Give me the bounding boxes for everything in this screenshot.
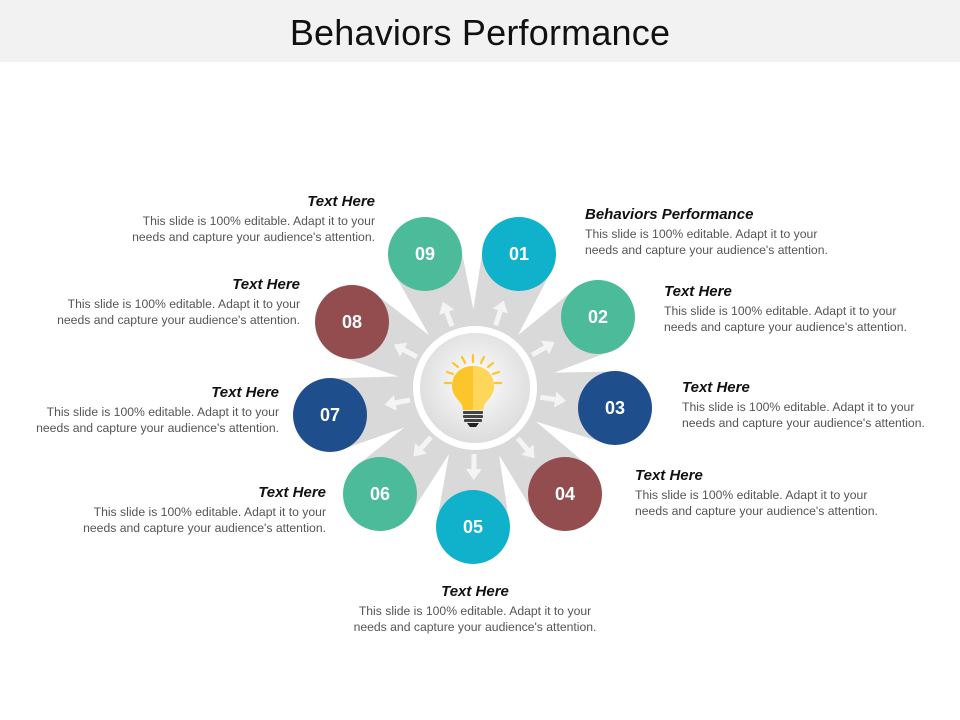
arrow-icon — [384, 394, 411, 411]
node-number-04: 04 — [554, 484, 576, 504]
node-circle-09 — [388, 217, 462, 291]
desc-03-line1: This slide is 100% editable. Adapt it to… — [682, 400, 915, 414]
node-circle-05 — [436, 490, 510, 564]
node-circles — [293, 217, 652, 564]
desc-02-line2: needs and capture your audience's attent… — [664, 320, 907, 334]
arrow-icon — [465, 453, 482, 480]
node-number-02: 02 — [587, 307, 609, 327]
node-circle-02 — [561, 280, 635, 354]
lightbulb-icon — [443, 353, 503, 427]
heading-07: Text Here — [211, 384, 279, 401]
arrows — [384, 300, 567, 480]
desc-09-line1: This slide is 100% editable. Adapt it to… — [142, 214, 375, 228]
node-number-06: 06 — [369, 484, 391, 504]
node-number-01: 01 — [508, 244, 530, 264]
heading-09: Text Here — [307, 193, 375, 210]
arrow-icon — [530, 340, 555, 358]
node-number-03: 03 — [604, 398, 626, 418]
text-block-02: Text Here This slide is 100% editable. A… — [664, 283, 960, 335]
arrow-icon — [539, 391, 567, 408]
node-circle-06 — [343, 457, 417, 531]
title-bar — [0, 0, 960, 62]
node-number-08: 08 — [341, 312, 363, 332]
node-circle-08 — [315, 285, 389, 359]
text-block-04: Text Here This slide is 100% editable. A… — [635, 467, 955, 519]
text-block-03: Text Here This slide is 100% editable. A… — [682, 379, 960, 431]
desc-08-line2: needs and capture your audience's attent… — [57, 313, 300, 327]
desc-07-line2: needs and capture your audience's attent… — [36, 421, 279, 435]
desc-04-line1: This slide is 100% editable. Adapt it to… — [635, 488, 868, 502]
heading-05: Text Here — [441, 583, 509, 600]
desc-06-line1: This slide is 100% editable. Adapt it to… — [93, 505, 326, 519]
desc-06-line2: needs and capture your audience's attent… — [83, 521, 326, 535]
text-block-07: Text Here This slide is 100% editable. A… — [0, 384, 279, 436]
text-block-09: Text Here This slide is 100% editable. A… — [55, 193, 375, 245]
desc-01-line2: needs and capture your audience's attent… — [585, 243, 828, 257]
arrow-icon — [413, 435, 433, 457]
page-title: Behaviors Performance — [289, 12, 671, 53]
text-block-01: Behaviors Performance This slide is 100%… — [585, 206, 905, 258]
text-block-06: Text Here This slide is 100% editable. A… — [6, 484, 326, 536]
arrow-icon — [393, 342, 419, 359]
arrow-icon — [492, 300, 508, 327]
desc-04-line2: needs and capture your audience's attent… — [635, 504, 878, 518]
desc-07-line1: This slide is 100% editable. Adapt it to… — [46, 405, 279, 419]
heading-08: Text Here — [232, 276, 300, 293]
node-circle-04 — [528, 457, 602, 531]
node-number-05: 05 — [462, 517, 484, 537]
node-circle-03 — [578, 371, 652, 445]
text-block-05: Text Here This slide is 100% editable. A… — [315, 583, 635, 635]
node-circle-01 — [482, 217, 556, 291]
heading-01: Behaviors Performance — [585, 206, 754, 223]
arrow-icon — [439, 301, 455, 328]
desc-02-line1: This slide is 100% editable. Adapt it to… — [664, 304, 897, 318]
node-number-09: 09 — [414, 244, 436, 264]
text-block-08: Text Here This slide is 100% editable. A… — [0, 276, 300, 328]
node-circle-07 — [293, 378, 367, 452]
desc-09-line2: needs and capture your audience's attent… — [132, 230, 375, 244]
heading-06: Text Here — [258, 484, 326, 501]
arrow-icon — [515, 436, 535, 459]
desc-05-line2: needs and capture your audience's attent… — [353, 620, 597, 634]
desc-05-line1: This slide is 100% editable. Adapt it to… — [358, 604, 592, 618]
node-number-07: 07 — [319, 405, 341, 425]
desc-01-line1: This slide is 100% editable. Adapt it to… — [585, 227, 818, 241]
heading-02: Text Here — [664, 283, 732, 300]
heading-03: Text Here — [682, 379, 750, 396]
desc-03-line2: needs and capture your audience's attent… — [682, 416, 925, 430]
desc-08-line1: This slide is 100% editable. Adapt it to… — [67, 297, 300, 311]
heading-04: Text Here — [635, 467, 703, 484]
